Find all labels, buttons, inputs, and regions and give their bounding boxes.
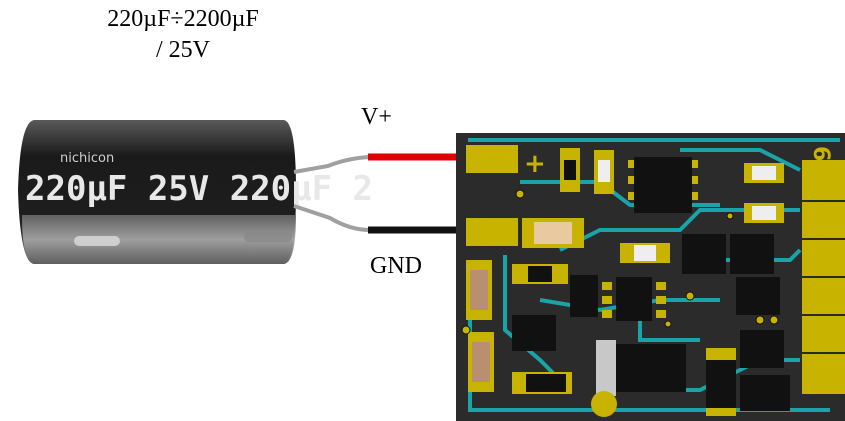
ground-terminal-label: GND xyxy=(370,253,422,279)
ic-chips xyxy=(512,157,790,412)
pad-ground xyxy=(466,218,518,246)
capacitor-marking: 220µF 25V 220µF 2 xyxy=(25,169,373,209)
positive-terminal-label: V+ xyxy=(361,104,392,130)
electrolytic-capacitor: 220µF 25V 220µF 2 nichicon xyxy=(18,120,373,264)
pcb-corner-digit: 6 xyxy=(808,146,833,161)
pad-positive xyxy=(466,145,518,173)
caption-line-2: / 25V xyxy=(156,37,210,63)
pcb-plus-sign: + xyxy=(524,149,546,179)
capacitor-brand: nichicon xyxy=(60,151,114,166)
smd-components xyxy=(466,148,784,417)
decoder-pcb: 6 + xyxy=(456,133,845,421)
connector-pads xyxy=(802,160,845,394)
capacitor-lead-positive xyxy=(293,155,371,174)
pcb-vias xyxy=(461,189,779,335)
capacitor-lead-negative xyxy=(293,204,371,232)
caption-line-1: 220µF÷2200µF xyxy=(107,6,259,32)
ic-pins xyxy=(602,160,698,318)
capacitor-spec-caption: 220µF÷2200µF / 25V xyxy=(78,4,288,66)
